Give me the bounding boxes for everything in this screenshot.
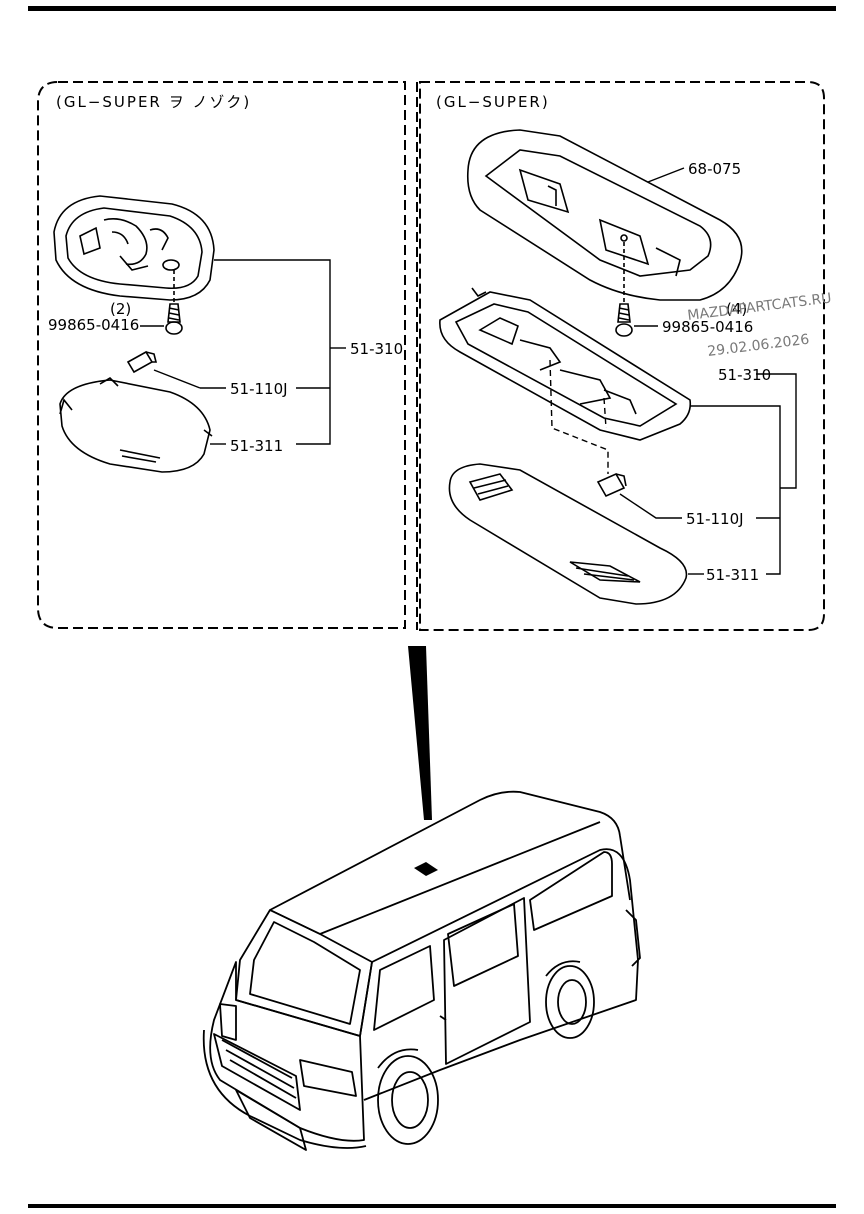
bottom-rule xyxy=(28,1204,836,1208)
left-screw-label: 99865-0416 xyxy=(48,316,139,334)
location-pointer xyxy=(408,646,432,820)
right-qty-label: (4) xyxy=(726,300,747,318)
left-lamp-housing xyxy=(53,195,215,301)
right-panel-header: (GL−SUPER) xyxy=(436,93,550,111)
van-illustration xyxy=(202,790,641,1151)
left-lens xyxy=(59,376,213,473)
right-screw-icon xyxy=(615,242,633,337)
right-lens-label: 51-311 xyxy=(706,566,759,584)
right-assy-label: 51-310 xyxy=(718,366,771,384)
right-bezel-label: 68-075 xyxy=(688,160,741,178)
right-bulb-icon xyxy=(596,472,627,498)
left-screw-icon xyxy=(165,270,183,335)
right-lamp-housing xyxy=(439,287,692,441)
right-panel-border xyxy=(419,81,825,631)
left-panel-header: (GL−SUPER ヲ ノゾク) xyxy=(56,93,251,111)
left-qty-label: (2) xyxy=(110,300,131,318)
roof-lamp-marker xyxy=(414,862,438,876)
right-dashed-guides xyxy=(549,359,609,474)
left-assy-label: 51-310 xyxy=(350,340,403,358)
right-assy-bracket xyxy=(690,373,797,575)
top-rule xyxy=(28,6,836,11)
right-bulb-leader xyxy=(619,493,682,519)
right-bezel xyxy=(466,129,743,301)
left-bulb-icon xyxy=(126,350,158,374)
right-bezel-leader xyxy=(647,167,685,183)
right-screw-label: 99865-0416 xyxy=(662,318,753,336)
left-assy-bracket xyxy=(214,259,346,445)
right-lens xyxy=(448,463,688,605)
left-bulb-label: 51-110J xyxy=(230,380,288,398)
right-bulb-label: 51-110J xyxy=(686,510,744,528)
left-bulb-leader xyxy=(153,369,201,389)
left-lens-label: 51-311 xyxy=(230,437,283,455)
